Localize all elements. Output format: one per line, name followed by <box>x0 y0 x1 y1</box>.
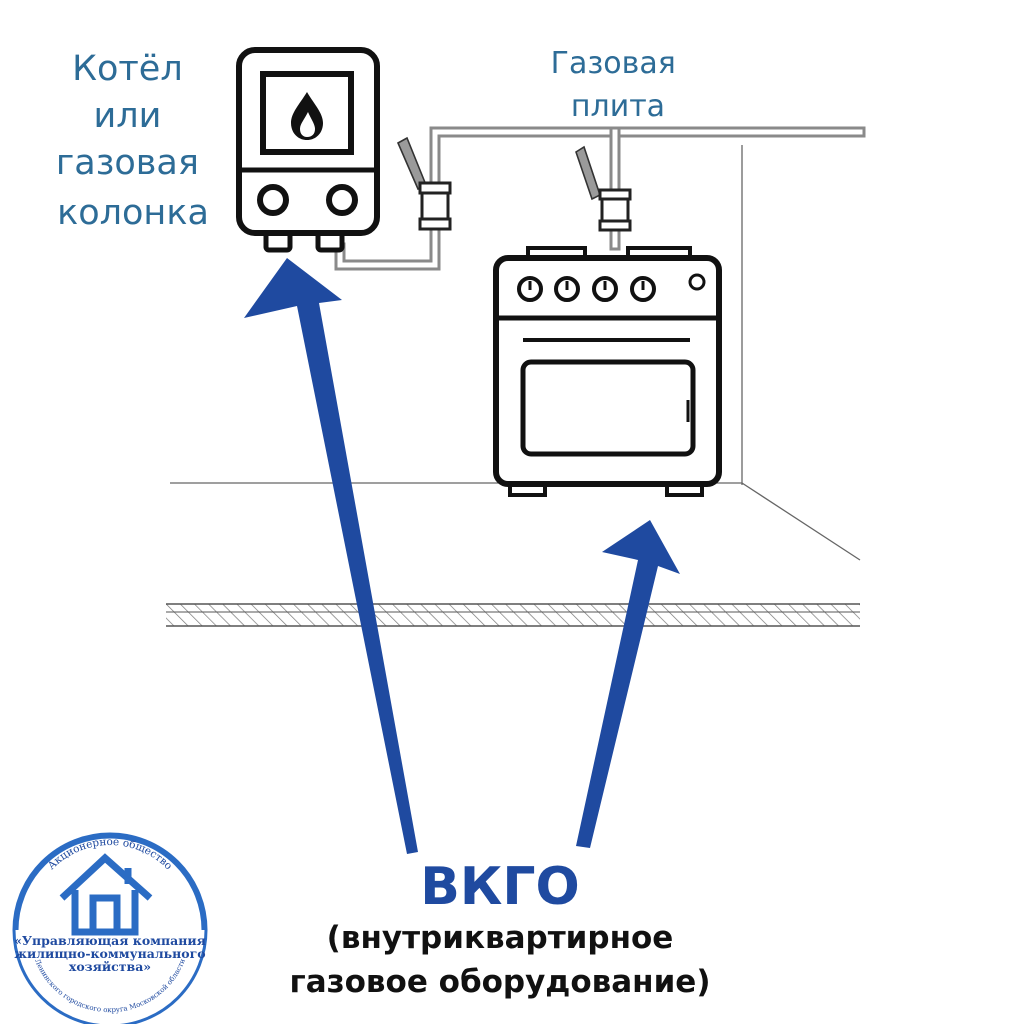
boiler-knob-left <box>257 184 289 216</box>
company-logo: Акционерное общество «Управляющая компан… <box>12 832 208 1024</box>
stove-label-line-1: Газовая <box>551 46 676 81</box>
arrow-to-stove <box>576 520 680 848</box>
shutoff-valve-stove <box>575 145 632 232</box>
flame-icon <box>291 92 323 140</box>
boiler-label-line-4: колонка <box>57 193 209 233</box>
boiler-label-line-2: или <box>93 96 161 136</box>
boiler-label: Котёл или газовая колонка <box>56 49 210 233</box>
boiler-label-line-3: газовая <box>56 143 199 183</box>
caption-abbr: ВКГО <box>420 857 579 917</box>
floor-baseboard <box>166 603 860 627</box>
stove-ignition-button <box>688 273 706 291</box>
caption-line-2: газовое оборудование) <box>290 964 711 1000</box>
boiler-label-line-1: Котёл <box>72 49 183 89</box>
logo-line-2: жилищно-коммунального <box>14 946 205 961</box>
boiler-knob-right <box>326 184 358 216</box>
stove-label-line-2: плита <box>571 89 665 124</box>
stove-label: Газовая плита <box>551 46 686 124</box>
logo-line-3: хозяйства» <box>69 959 151 974</box>
arrow-to-boiler <box>244 258 418 854</box>
boiler-unit <box>236 47 380 253</box>
caption-line-1: (внутриквартирное <box>327 920 674 956</box>
shutoff-valve-boiler <box>396 136 452 231</box>
gas-stove <box>493 246 722 497</box>
logo-line-1: «Управляющая компания <box>14 933 206 948</box>
house-icon <box>59 853 153 936</box>
oven-door-window <box>520 359 696 457</box>
